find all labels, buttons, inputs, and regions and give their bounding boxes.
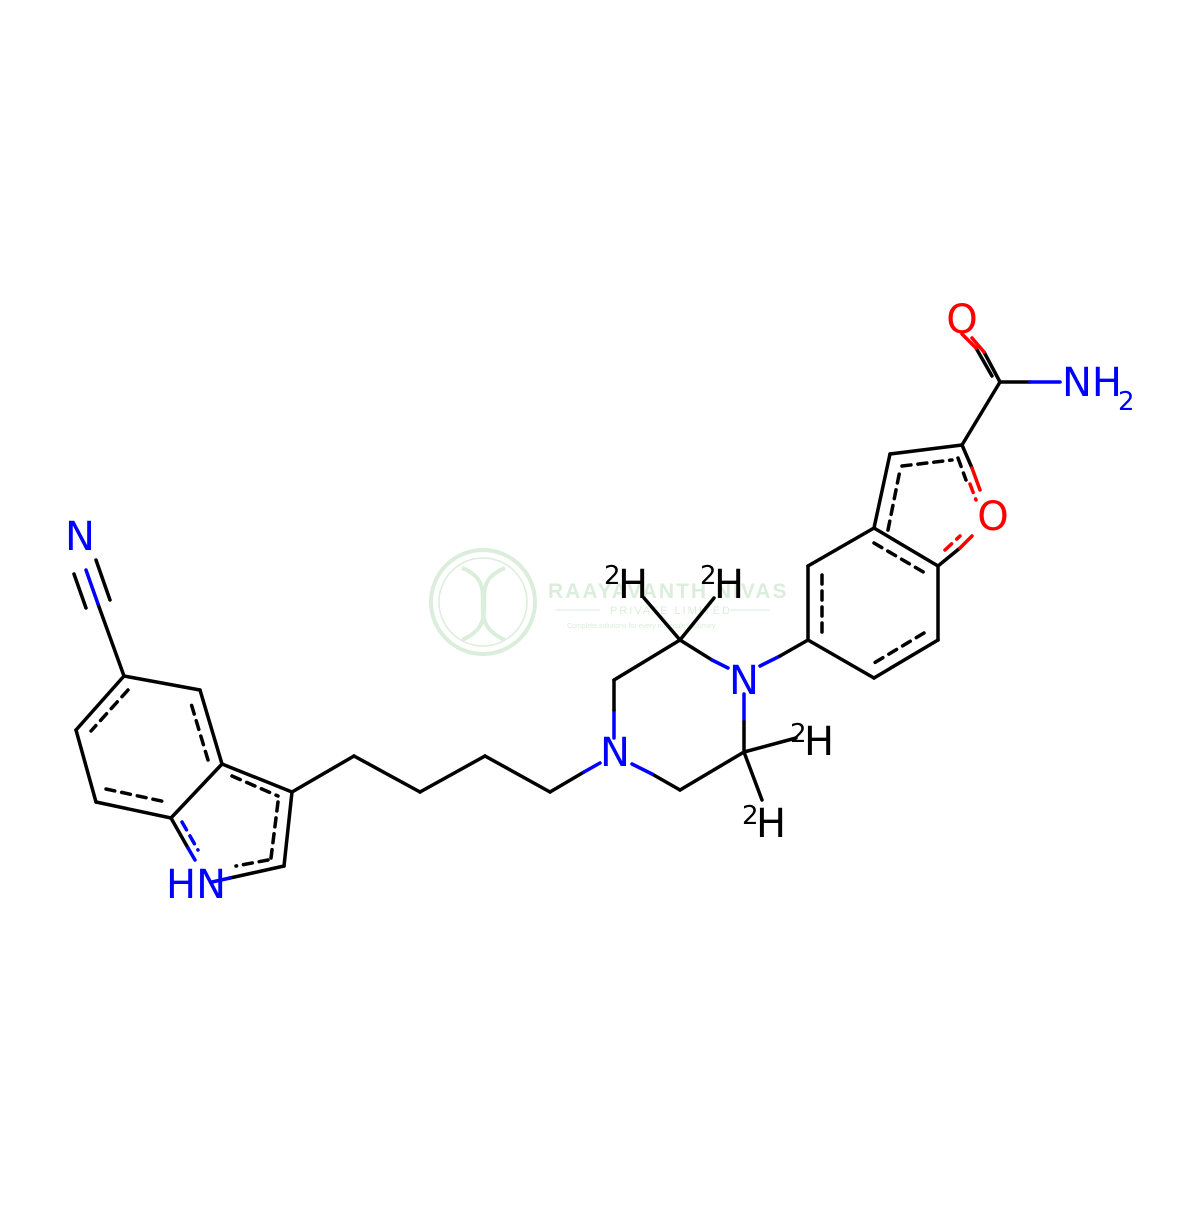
piperazine-ring: [612, 638, 746, 792]
deuterium-mass-number: 2: [604, 561, 621, 591]
watermark-dna-helix-icon: [461, 566, 506, 642]
deuterium-mass-number: 2: [700, 561, 717, 591]
atom-furan-oxygen: O: [977, 494, 1008, 540]
atom-piperazine-n1: N: [729, 658, 759, 704]
furan-ring: [872, 443, 982, 568]
watermark-logo-inner-ring-icon: [438, 557, 528, 647]
atom-amide-nitrogen-subscript: 2: [1118, 387, 1135, 417]
butyl-chain: [290, 754, 602, 794]
amide-group: [960, 332, 1062, 447]
benzofuran-benzene-ring: [806, 526, 940, 680]
deuterium-mass-number: 2: [742, 801, 759, 831]
bond-n-aryl: [758, 638, 810, 668]
bond-nitrile-triple: [72, 558, 126, 678]
deuterium-label: 2 H: [604, 561, 648, 608]
deuterium-label: 2 H: [742, 801, 786, 847]
deuterium-symbol: H: [618, 562, 648, 608]
atom-nitrile-nitrogen: N: [65, 514, 95, 560]
atom-amide-nitrogen: NH: [1062, 360, 1122, 406]
deuterium-symbol: H: [756, 801, 786, 847]
indole-pyrrole-ring: [169, 762, 294, 884]
watermark-logo-ring-icon: [429, 548, 537, 656]
deuterium-symbol: H: [714, 562, 744, 608]
atom-piperazine-n4: N: [600, 730, 630, 776]
atom-carbonyl-oxygen: O: [946, 297, 977, 343]
deuterium-bonds: [642, 596, 798, 802]
indole-benzene-ring: [74, 674, 224, 820]
deuterium-label: 2 H: [700, 561, 744, 608]
deuterium-symbol: H: [804, 719, 834, 765]
atom-indole-nh: HN: [166, 862, 226, 908]
deuterium-mass-number: 2: [790, 719, 807, 749]
atom-labels: N HN N N O O NH 2 2 H 2 H 2 H 2 H: [65, 297, 1135, 908]
bonds: [72, 332, 1062, 884]
deuterium-label: 2 H: [790, 719, 834, 765]
watermark-title: RAAYAVANTH NIVAS: [548, 580, 788, 603]
watermark-tagline: Complete solutions for every molecule's …: [567, 623, 716, 630]
